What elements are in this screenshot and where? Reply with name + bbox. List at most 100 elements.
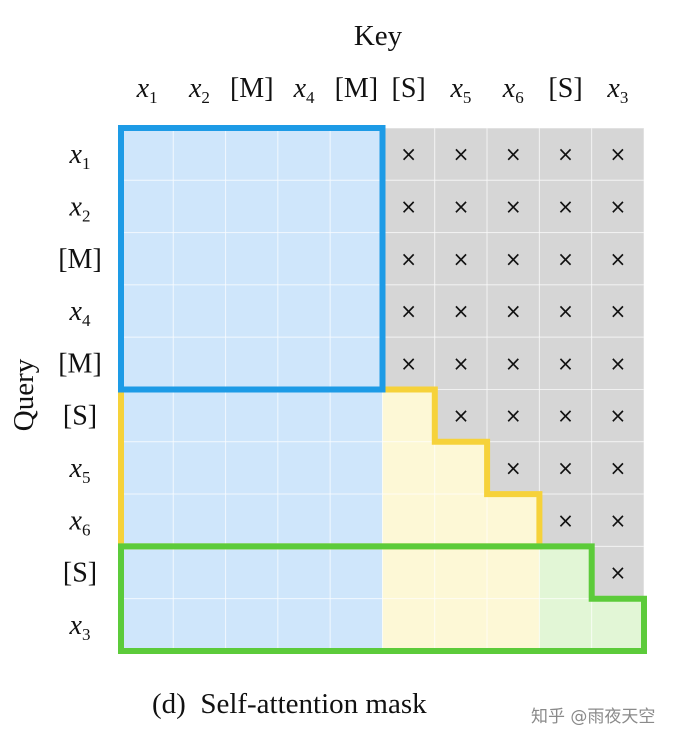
mask-cell: [329, 179, 384, 234]
mask-cell: [277, 232, 331, 286]
query-token-label: x1: [69, 139, 91, 173]
mask-cross: ×: [609, 247, 626, 271]
mask-cell: [382, 545, 436, 600]
query-token-label: x2: [69, 191, 91, 225]
mask-cell: [434, 179, 488, 234]
mask-cell: [225, 179, 279, 234]
mask-cell: [538, 232, 593, 286]
mask-cell: [486, 493, 540, 547]
mask-cell: [172, 127, 227, 181]
mask-cell: [591, 284, 645, 338]
key-token-label: x4: [293, 73, 315, 107]
mask-cross: ×: [505, 404, 522, 428]
key-token-label: x3: [606, 73, 628, 107]
mask-cell: [382, 284, 436, 338]
key-token-label: x5: [449, 73, 471, 107]
mask-cell: [486, 127, 540, 181]
mask-cell: [277, 389, 331, 443]
mask-cell: [538, 284, 593, 338]
mask-cell: [329, 389, 384, 443]
mask-cell: [120, 545, 174, 600]
mask-cell: [172, 179, 227, 234]
blue-group-border: [118, 125, 386, 393]
mask-cell: [329, 545, 384, 600]
mask-cross: ×: [453, 142, 470, 166]
mask-cell: [120, 179, 174, 234]
mask-cell: [172, 336, 227, 391]
mask-cell: [329, 441, 384, 495]
mask-cell: [225, 389, 279, 443]
mask-cell: [591, 336, 645, 391]
mask-cell: [538, 545, 593, 600]
mask-cell: [382, 389, 436, 443]
mask-cell: [434, 441, 488, 495]
mask-cross: ×: [557, 508, 574, 532]
query-token-label: [M]: [58, 348, 102, 379]
key-token-label: [M]: [335, 73, 379, 104]
mask-cross: ×: [453, 194, 470, 218]
mask-cell: [120, 336, 174, 391]
mask-cross: ×: [609, 194, 626, 218]
mask-cell: [434, 336, 488, 391]
mask-cell: [538, 389, 593, 443]
mask-cell: [434, 598, 488, 652]
mask-cross: ×: [505, 194, 522, 218]
mask-cell: [329, 232, 384, 286]
mask-cell: [329, 493, 384, 547]
mask-cell: [329, 336, 384, 391]
query-token-label: [S]: [63, 401, 97, 432]
key-token-label: x1: [136, 73, 158, 107]
mask-cross: ×: [505, 142, 522, 166]
mask-cross: ×: [400, 299, 417, 323]
mask-cell: [538, 179, 593, 234]
mask-cell: [277, 493, 331, 547]
mask-cell: [277, 441, 331, 495]
caption: (d) Self-attention mask: [152, 688, 427, 720]
mask-cell: [277, 127, 331, 181]
mask-cell: [225, 545, 279, 600]
mask-cell: [486, 598, 540, 652]
key-token-label: [M]: [230, 73, 274, 104]
mask-cell: [538, 336, 593, 391]
mask-cell: [172, 545, 227, 600]
mask-cross: ×: [505, 456, 522, 480]
mask-cell: [120, 389, 174, 443]
mask-cross: ×: [609, 561, 626, 585]
mask-cell: [486, 441, 540, 495]
mask-grid: [120, 127, 645, 652]
mask-cell: [120, 598, 174, 652]
mask-cross: ×: [453, 247, 470, 271]
mask-cell: [172, 284, 227, 338]
mask-cell: [225, 493, 279, 547]
mask-cell: [277, 336, 331, 391]
mask-cell: [591, 127, 645, 181]
green-group-border: [118, 543, 647, 654]
mask-cell: [382, 336, 436, 391]
mask-cell: [225, 232, 279, 286]
mask-cell: [277, 284, 331, 338]
mask-cross: ×: [400, 194, 417, 218]
mask-cross: ×: [609, 299, 626, 323]
mask-cell: [591, 545, 645, 600]
mask-cell: [172, 232, 227, 286]
mask-cell: [486, 232, 540, 286]
mask-cell: [591, 232, 645, 286]
mask-cell: [225, 598, 279, 652]
mask-cross: ×: [400, 351, 417, 375]
mask-cell: [120, 493, 174, 547]
mask-cross: ×: [453, 299, 470, 323]
mask-cell: [382, 441, 436, 495]
mask-cross: ×: [557, 456, 574, 480]
key-token-label: x6: [502, 73, 524, 107]
mask-cross: ×: [505, 351, 522, 375]
query-token-label: x6: [69, 505, 91, 539]
mask-cell: [120, 232, 174, 286]
mask-cross: ×: [609, 351, 626, 375]
mask-cross: ×: [505, 299, 522, 323]
mask-cell: [225, 336, 279, 391]
mask-cell: [434, 545, 488, 600]
watermark: 知乎 @雨夜天空: [531, 707, 655, 727]
mask-cross: ×: [557, 351, 574, 375]
